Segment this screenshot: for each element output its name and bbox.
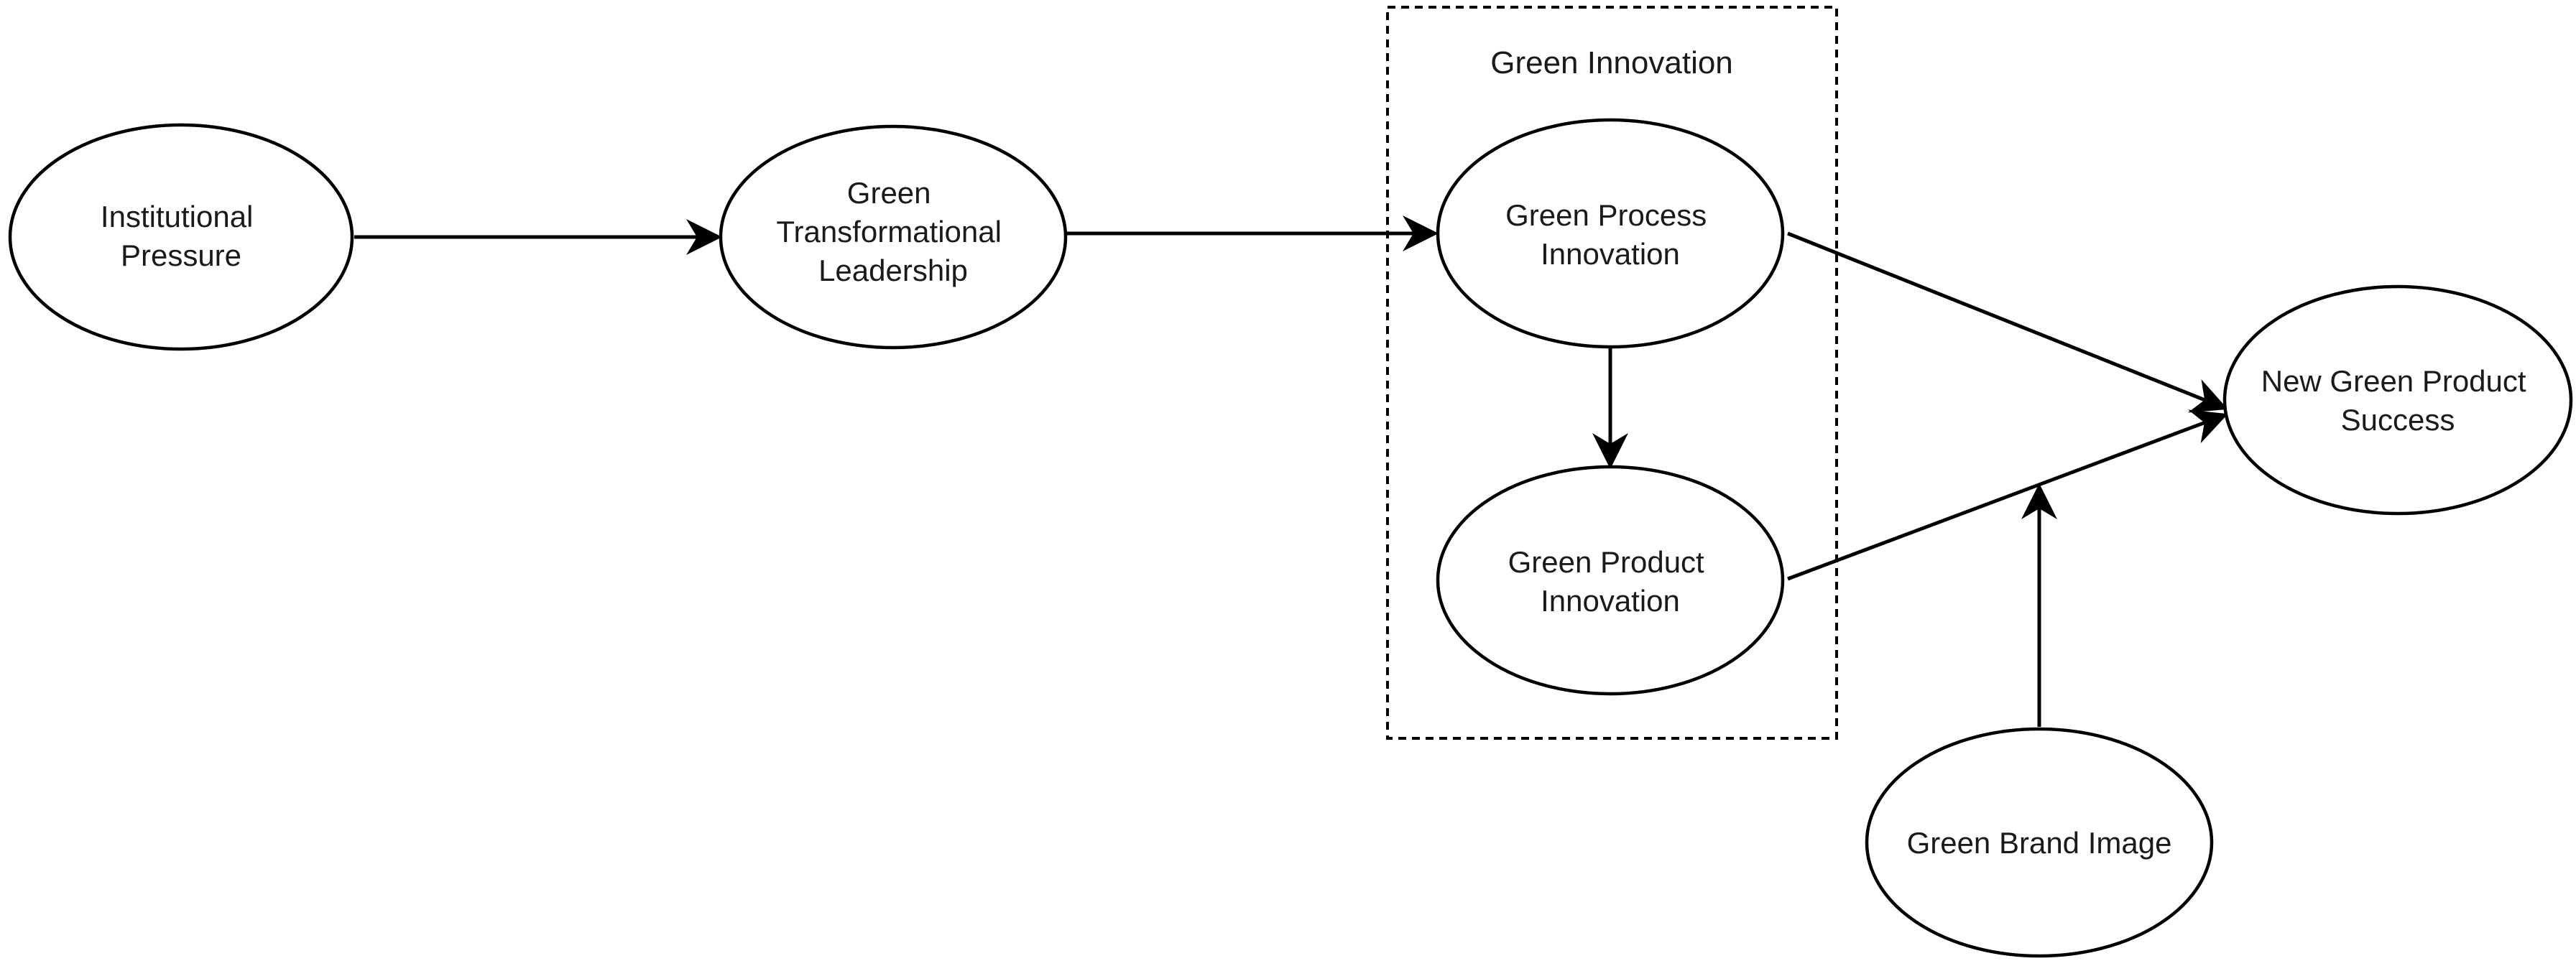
node-label-line: Success [2341,403,2455,437]
node-label-line: New Green Product [2261,364,2526,398]
group-label-green-innovation: Green Innovation [1490,45,1733,80]
group-green-innovation: Green Innovation [1386,6,1838,740]
node-label-green-process-innovation: Green Process Innovation [1505,198,1715,271]
node-label-green-transformational-leadership: Green Transformational Leadership [776,176,1010,287]
node-green-product-innovation: Green Product Innovation [1436,465,1785,696]
node-label-line: Innovation [1541,584,1680,618]
ellipse-green-product-innovation [1436,465,1785,696]
edge-product-innovation-to-success [1787,409,2228,581]
ellipse-green-brand-image [1865,727,2214,958]
node-green-process-innovation: Green Process Innovation [1436,118,1785,349]
node-label-line: Green Process [1505,198,1707,232]
node-label-line: Pressure [121,238,241,272]
node-label-line: Leadership [818,254,968,287]
nodes: Institutional Pressure Green Transformat… [8,118,2573,958]
node-label-line: Transformational [776,215,1002,249]
node-label-institutional-pressure: Institutional Pressure [101,200,262,272]
node-green-transformational-leadership: Green Transformational Leadership [719,124,1068,350]
ellipse-institutional-pressure [8,123,354,351]
node-new-green-product-success: New Green Product Success [2222,284,2573,516]
node-institutional-pressure: Institutional Pressure [8,123,354,351]
group-box-green-innovation [1386,6,1838,740]
node-label-new-green-product-success: New Green Product Success [2261,364,2535,437]
node-label-line: Innovation [1541,237,1680,271]
node-label-line: Green Brand Image [1907,826,2172,860]
edges [354,215,2228,727]
node-label-green-product-innovation: Green Product Innovation [1508,545,1713,618]
node-label-line: Green [847,176,931,210]
node-label-green-brand-image: Green Brand Image [1907,826,2172,860]
ellipse-new-green-product-success [2222,284,2573,516]
node-green-brand-image: Green Brand Image [1865,727,2214,958]
ellipse-green-process-innovation [1436,118,1785,349]
node-label-line: Green Product [1508,545,1704,579]
edge-process-innovation-to-success [1787,231,2228,413]
ellipse-green-transformational-leadership [719,124,1068,350]
node-label-line: Institutional [101,200,253,233]
